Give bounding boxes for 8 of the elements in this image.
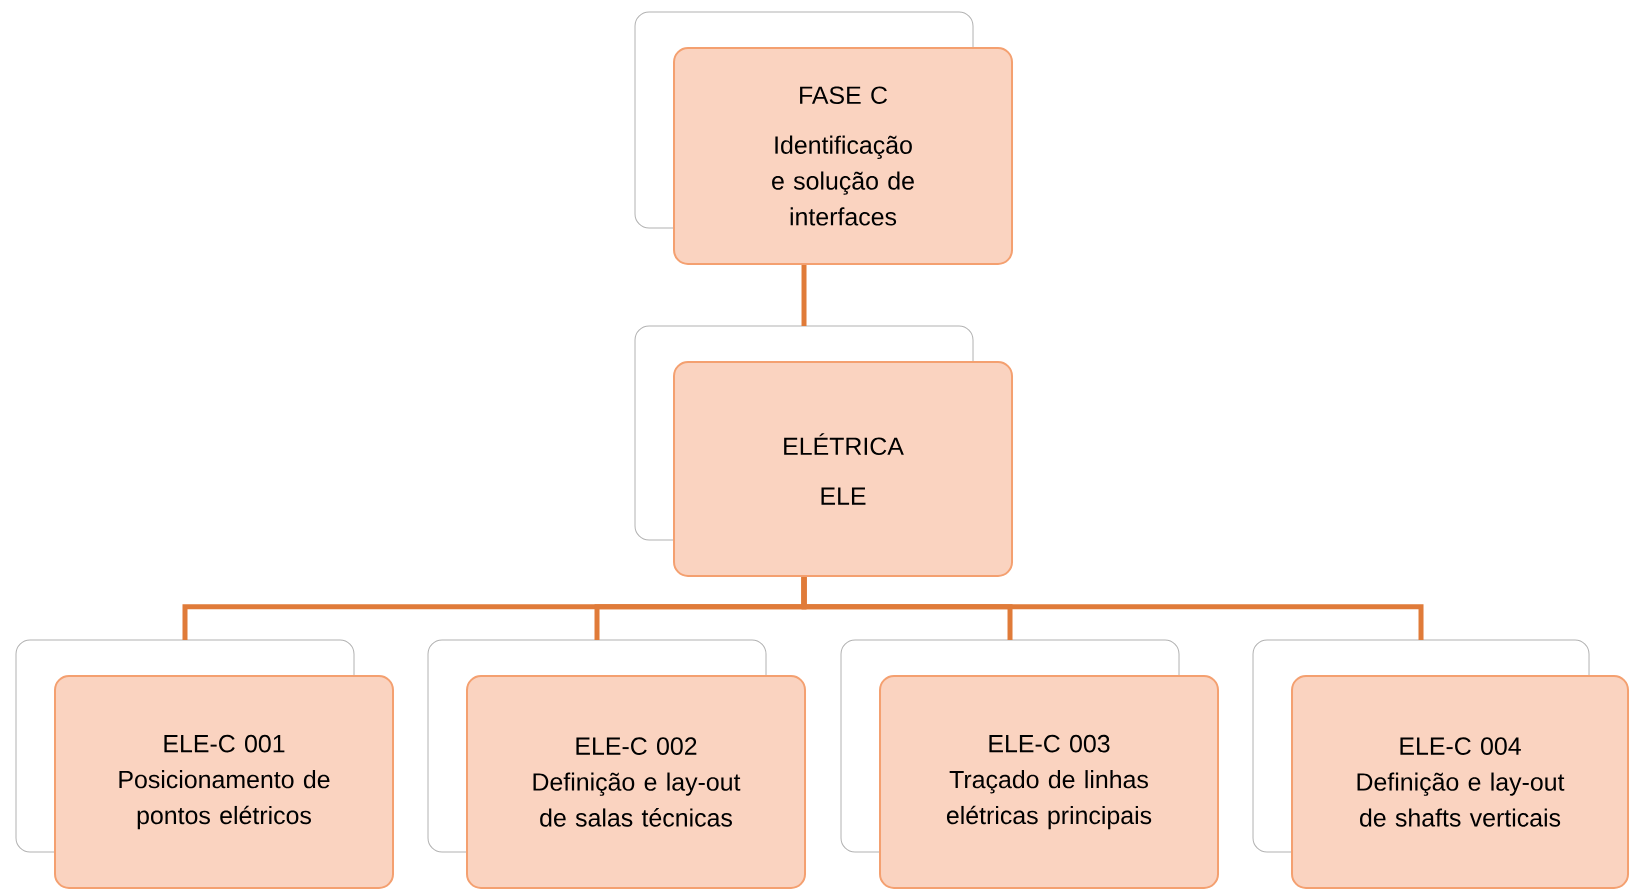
connector-line xyxy=(801,577,1424,640)
process-box: ELE-C 003 Traçado de linhas elétricas principais xyxy=(840,639,1219,889)
process-box: ELÉTRICA ELE xyxy=(634,325,1013,577)
process-box: ELE-C 001 Posicionamento de pontos elétricos xyxy=(15,639,394,889)
process-box: FASE C Identificação e solução de interfaces xyxy=(634,11,1013,265)
process-box: ELE-C 004 Definição e lay-out de shafts verticais xyxy=(1252,639,1629,889)
connector-line xyxy=(801,265,807,326)
process-box: ELE-C 002 Definição e lay-out de salas técnicas xyxy=(427,639,806,889)
